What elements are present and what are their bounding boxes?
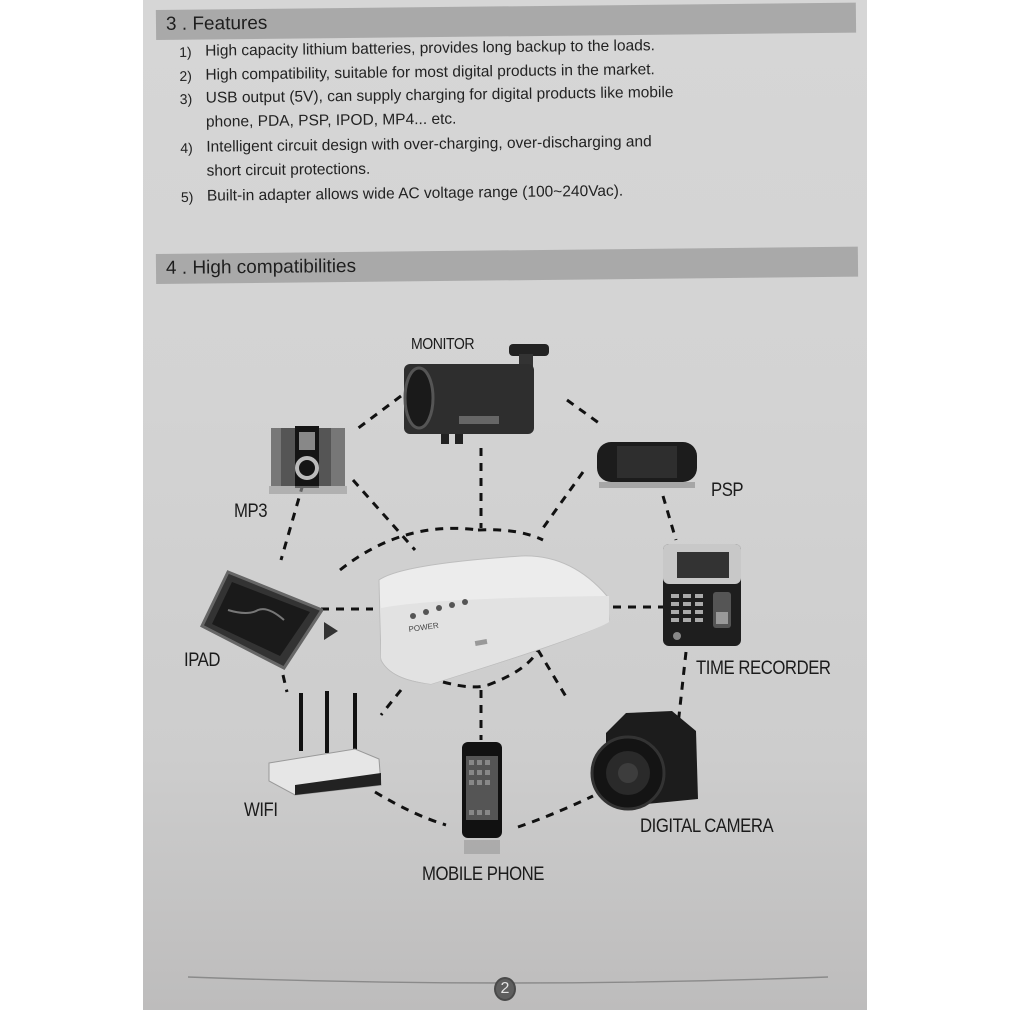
manual-page: 3 . Features 1) High capacity lithium ba… xyxy=(143,0,867,1010)
page-number: 2 xyxy=(500,980,510,997)
feature-item: 5) Built-in adapter allows wide AC volta… xyxy=(181,177,821,208)
tablet-icon xyxy=(200,570,323,670)
device-label: MP3 xyxy=(234,501,268,522)
device-mobile-phone xyxy=(460,740,504,858)
compatibility-diagram: POWER MONITOR xyxy=(143,300,867,920)
feature-text: Built-in adapter allows wide AC voltage … xyxy=(206,182,624,205)
svg-text:POWER: POWER xyxy=(408,621,439,634)
wifi-router-icon xyxy=(268,691,382,796)
device-time-recorder xyxy=(661,542,743,648)
security-camera-icon xyxy=(403,344,549,444)
feature-item: 3) USB output (5V), can supply charging … xyxy=(180,79,821,134)
router-box-icon: POWER xyxy=(378,555,610,685)
smartphone-icon xyxy=(462,742,502,854)
camera-icon xyxy=(590,711,698,811)
feature-number: 3) xyxy=(179,90,193,107)
feature-number: 2) xyxy=(179,67,192,84)
device-monitor: MONITOR xyxy=(401,336,561,450)
device-label: TIME RECORDER xyxy=(696,658,831,679)
feature-number: 1) xyxy=(179,43,192,60)
device-label: DIGITAL CAMERA xyxy=(640,816,774,837)
time-recorder-icon xyxy=(663,544,741,646)
device-wifi xyxy=(265,685,385,797)
mp3-player-icon xyxy=(269,426,347,494)
device-label: MONITOR xyxy=(411,336,475,353)
psp-console-icon xyxy=(597,442,697,488)
section-title: 4 . High compatibilities xyxy=(165,255,357,279)
device-label: WIFI xyxy=(244,800,278,821)
device-mp3 xyxy=(269,426,351,496)
device-label: PSP xyxy=(711,480,744,501)
device-ipad xyxy=(198,570,323,670)
feature-item: 4) Intelligent circuit design with over-… xyxy=(180,128,821,183)
feature-number: 5) xyxy=(180,188,194,205)
section-header-compatibilities: 4 . High compatibilities xyxy=(155,246,859,284)
device-label: IPAD xyxy=(184,650,221,671)
ups-device: POWER xyxy=(371,550,613,686)
page-number-badge: 2 xyxy=(494,977,516,1001)
play-arrow-icon xyxy=(324,622,338,640)
section-title: 3 . Features xyxy=(165,12,268,35)
connection-lines xyxy=(279,394,688,829)
feature-number: 4) xyxy=(180,139,193,156)
features-list: 1) High capacity lithium batteries, prov… xyxy=(179,32,821,208)
device-label: MOBILE PHONE xyxy=(422,864,545,885)
device-digital-camera xyxy=(586,703,704,813)
device-psp xyxy=(593,440,701,490)
